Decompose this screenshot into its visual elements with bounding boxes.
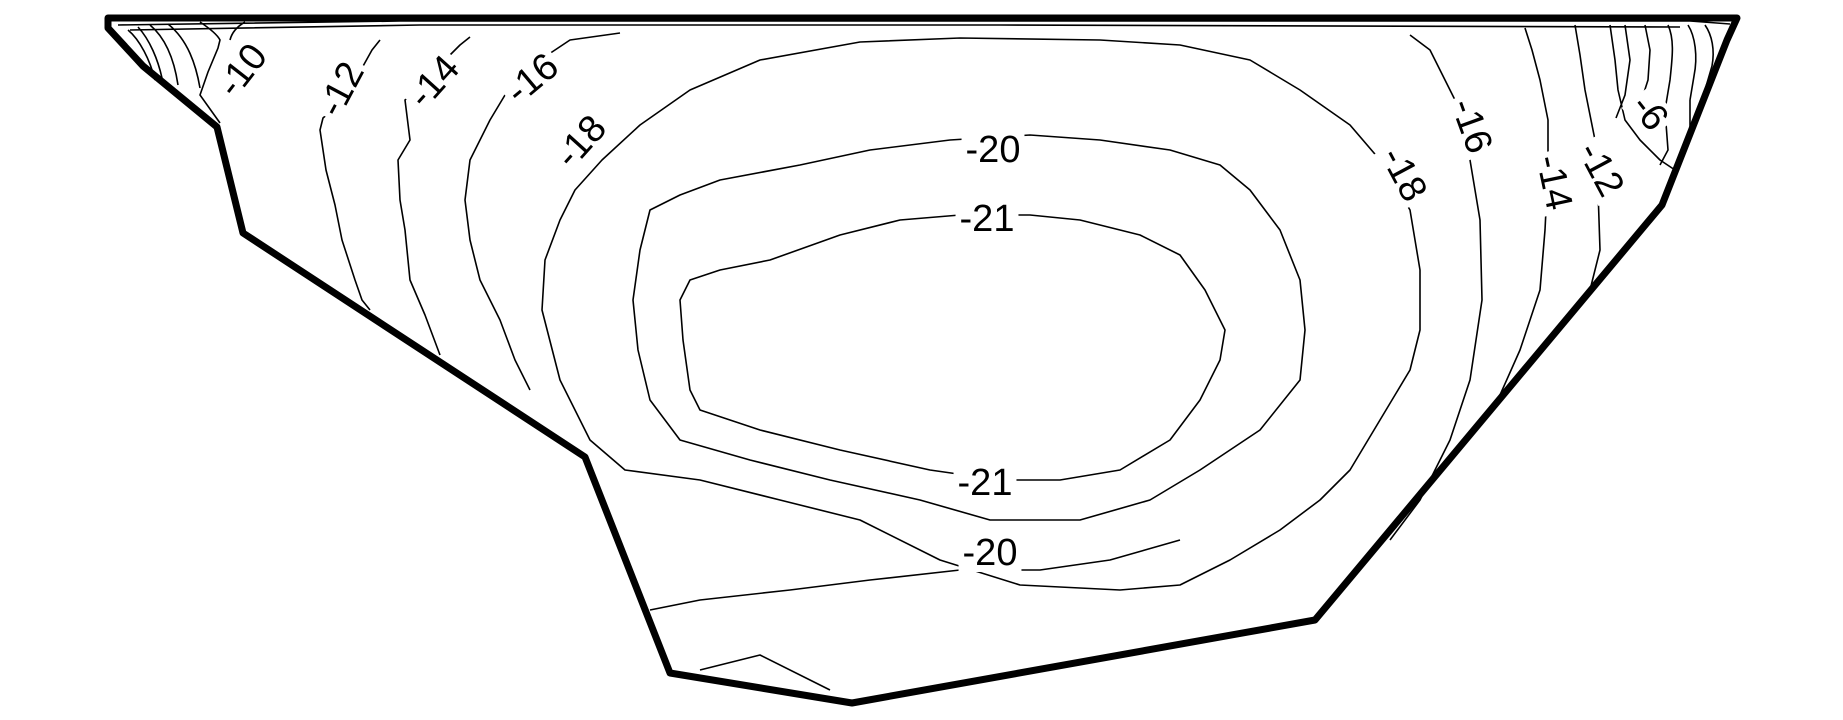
right-edge-contours [1615,24,1714,166]
contour-label-m14-right: -14 [1527,151,1580,213]
label-mask [208,34,277,108]
contour-label-m16-left: -16 [498,45,567,112]
label-mask [545,105,617,179]
contour-line-16-right [1389,34,1483,541]
surface-layer-lines [117,20,1731,31]
contour-line-20 [632,134,1306,521]
label-mask [1528,147,1579,218]
label-masks [208,34,1678,572]
contour-label-m20-top: -20 [966,129,1021,171]
label-mask [309,52,373,127]
label-mask [1569,132,1633,207]
contour-line-6 [1609,24,1676,171]
left-edge-contours [127,21,246,124]
label-mask [958,534,1022,572]
section-boundary [104,14,1741,707]
contour-label-m14-left: -14 [400,48,468,117]
label-mask [398,45,470,119]
contour-bottom-inner [649,539,1181,611]
contour-label-m21-bottom: -21 [958,462,1013,504]
contour-label-m20-bottom: -20 [963,532,1018,574]
contour-line-18 [541,37,1421,591]
label-mask [1621,84,1678,141]
label-mask [495,44,569,114]
contour-labels: -10 -12 -14 -16 -18 -20 -21 -21 -20 -18 … [209,36,1676,574]
label-mask [955,200,1019,238]
label-mask [953,464,1017,502]
contour-label-m21-top: -21 [960,198,1015,240]
contour-bottom-outer [699,654,831,691]
label-mask [1442,89,1500,162]
label-mask [961,131,1025,169]
contour-label-m18-left: -18 [547,108,615,177]
label-mask [1372,137,1436,212]
contour-line-21 [679,214,1226,481]
